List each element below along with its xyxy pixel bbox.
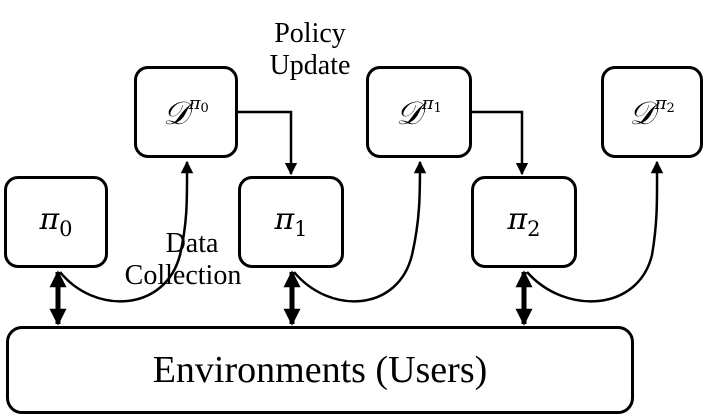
environment-box: Environments (Users) [6,326,634,414]
collect-arrow-2 [526,160,664,303]
dataset-box-0: 𝒟π0 [134,66,238,158]
environment-label: Environments (Users) [152,349,488,391]
update-arrow-1 [470,110,529,176]
policy-box-2: π2 [471,176,577,268]
data-collection-label: Data Collection [108,228,258,292]
collect-arrow-1 [293,160,427,303]
policy-update-label: Policy Update [250,18,370,82]
dataset-symbol-2: 𝒟π2 [629,92,675,132]
policy-symbol-1: π1 [274,201,308,241]
update-arrow-0 [237,110,298,176]
policy-update-line2: Update [269,50,351,81]
policy-symbol-0: π0 [39,201,73,241]
collect-arrow-0 [59,160,194,303]
policy-update-line1: Policy [274,18,346,49]
dataset-symbol-1: 𝒟π1 [396,92,442,132]
policy-symbol-2: π2 [507,201,541,241]
dataset-box-1: 𝒟π1 [366,66,472,158]
data-collection-line1: Data [165,228,219,259]
data-collection-line2: Collection [124,260,242,291]
policy-box-1: π1 [238,176,344,268]
dataset-symbol-0: 𝒟π0 [163,92,209,132]
dataset-box-2: 𝒟π2 [601,66,703,158]
policy-box-0: π0 [4,176,108,268]
